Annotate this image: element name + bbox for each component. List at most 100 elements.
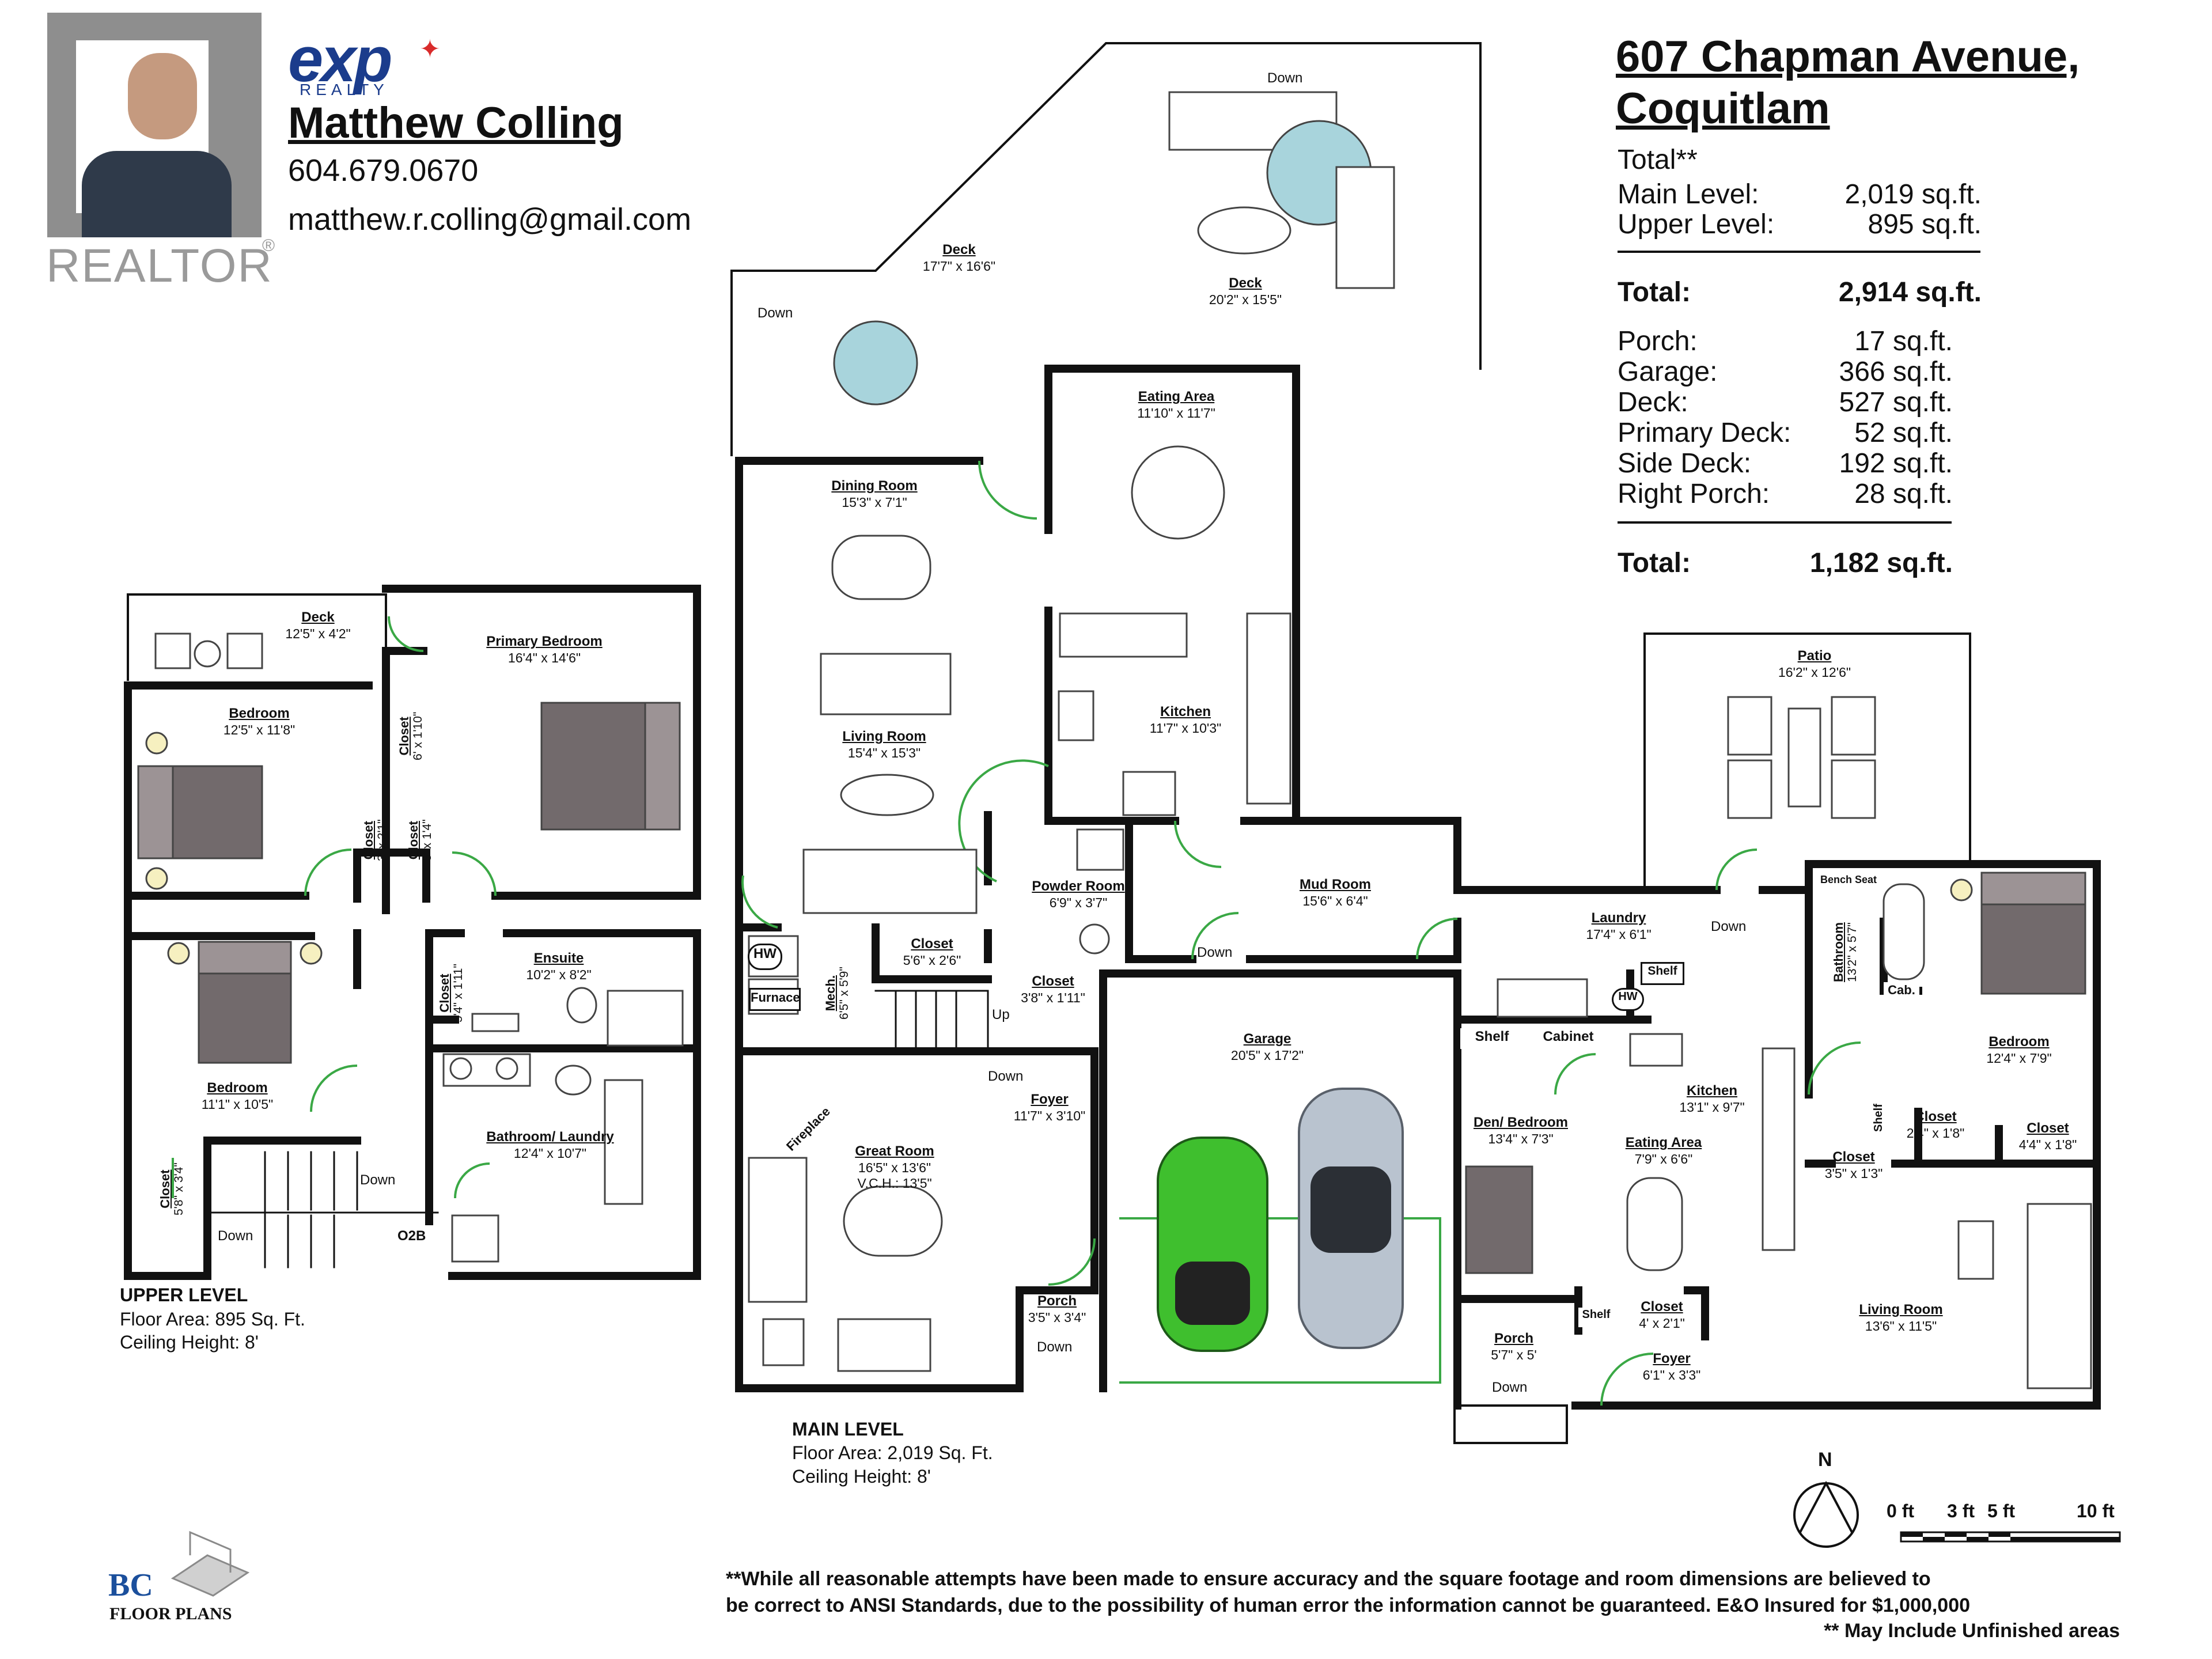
room-eating-area: Eating Area 11'10" x 11'7" xyxy=(1137,389,1215,421)
realtor-registered: ® xyxy=(262,236,275,255)
agent-name: Matthew Colling xyxy=(288,99,624,147)
upper-stairs-down-1: Down xyxy=(360,1172,396,1188)
room-side-bedroom: Bedroom 12'4" x 7'9" xyxy=(1986,1034,2052,1066)
room-foyer: Foyer 11'7" x 3'10" xyxy=(1013,1092,1086,1123)
upper-floor-area: Floor Area: 895 Sq. Ft. xyxy=(120,1309,305,1330)
laundry-down: Down xyxy=(1711,919,1747,934)
area-total-label: Total: xyxy=(1618,277,1691,308)
area-label-side-deck: Side Deck: xyxy=(1618,448,1752,479)
room-side-foyer: Foyer 6'1" x 3'3" xyxy=(1642,1351,1701,1382)
room-side-bathroom: Bathroom 13'2" x 5'7" xyxy=(1831,922,1859,982)
room-upper-closet-4: Closet 5'4" x 1'11" xyxy=(437,964,465,1022)
area-label-deck: Deck: xyxy=(1618,387,1688,418)
room-garage: Garage 20'5" x 17'2" xyxy=(1230,1031,1304,1063)
room-primary-bedroom: Primary Bedroom 16'4" x 14'6" xyxy=(486,634,603,665)
main-floor-area: Floor Area: 2,019 Sq. Ft. xyxy=(792,1442,993,1463)
room-upper-closet-2: Closet 3' x 2'1" xyxy=(361,819,389,861)
area-divider-2 xyxy=(1618,521,1952,524)
agent-email[interactable]: matthew.r.colling@gmail.com xyxy=(288,202,692,237)
disclaimer-line-1: **While all reasonable attempts have bee… xyxy=(726,1568,1931,1590)
main-decks xyxy=(730,42,1971,1444)
room-upper-closet-3: Closet 3' x 1'4" xyxy=(406,819,434,861)
area-unfinished-total-label: Total: xyxy=(1618,548,1691,578)
agent-shirt xyxy=(82,151,232,237)
cabinet-label: Cabinet xyxy=(1529,1028,1607,1049)
room-side-closet-1: Closet 2'4" x 1'8" xyxy=(1906,1109,1965,1141)
compass xyxy=(1793,1480,1859,1548)
agent-phone[interactable]: 604.679.0670 xyxy=(288,153,479,188)
porch-down: Down xyxy=(1037,1339,1073,1355)
room-side-closet-2: Closet 4'4" x 1'8" xyxy=(2018,1120,2077,1152)
bc-logo-mark xyxy=(171,1531,250,1597)
garage-apron xyxy=(1119,1217,1441,1384)
area-value-porch: 17 sq.ft. xyxy=(1854,326,1953,357)
room-living-room: Living Room 15'4" x 15'3" xyxy=(842,729,926,760)
room-upper-bedroom-1: Bedroom 12'5" x 11'8" xyxy=(223,706,296,737)
room-patio: Patio 16'2" x 12'6" xyxy=(1778,648,1851,680)
room-deck-east: Deck 20'2" x 15'5" xyxy=(1209,275,1282,307)
main-stairs xyxy=(874,990,989,1052)
area-label-primary-deck: Primary Deck: xyxy=(1618,418,1791,448)
area-label-main: Main Level: xyxy=(1618,179,1759,210)
room-right-porch: Porch 5'7" x 5' xyxy=(1491,1331,1537,1362)
cab-label: Cab. xyxy=(1884,982,1919,1002)
upper-deck xyxy=(127,593,387,681)
area-label-garage: Garage: xyxy=(1618,357,1718,387)
room-side-closet-3: Closet 3'5" x 1'3" xyxy=(1824,1149,1883,1181)
shelf-label-2: Shelf xyxy=(1641,962,1684,985)
room-upper-closet-1: Closet 6' x 1'10" xyxy=(397,711,425,760)
realtor-mark: REALTOR xyxy=(46,240,273,292)
scale-tick-10: 10 ft xyxy=(2077,1501,2115,1521)
scale-bar xyxy=(1900,1531,2121,1543)
deck-stairs-down-top: Down xyxy=(1267,70,1303,86)
stairs-up: Up xyxy=(992,1007,1010,1022)
upper-o2b-label: O2B xyxy=(397,1228,426,1244)
furnace-label: Furnace xyxy=(749,988,801,1011)
area-total-value: 2,914 sq.ft. xyxy=(1838,277,1982,308)
room-main-porch: Porch 3'5" x 3'4" xyxy=(1028,1293,1086,1325)
door-swings xyxy=(172,460,1861,1406)
area-value-right-porch: 28 sq.ft. xyxy=(1854,479,1953,509)
room-laundry: Laundry 17'4" x 6'1" xyxy=(1586,910,1652,942)
deck-stairs-down-left: Down xyxy=(757,305,793,321)
address-line-1: 607 Chapman Avenue, xyxy=(1616,32,2080,81)
room-powder-room: Powder Room 6'9" x 3'7" xyxy=(1032,878,1125,910)
shelf-label-1: Shelf xyxy=(1460,1028,1524,1049)
upper-ceiling-height: Ceiling Height: 8' xyxy=(120,1332,259,1353)
brand-name: exp xyxy=(288,24,393,95)
area-label-porch: Porch: xyxy=(1618,326,1698,357)
room-side-closet-4: Closet 4' x 2'1" xyxy=(1639,1299,1685,1331)
room-deck-west: Deck 17'7" x 16'6" xyxy=(922,242,996,274)
room-den-bedroom: Den/ Bedroom 13'4" x 7'3" xyxy=(1473,1115,1569,1146)
room-dining-room: Dining Room 15'3" x 7'1" xyxy=(831,478,918,510)
room-main-closet-2: Closet 3'8" x 1'11" xyxy=(1021,974,1085,1005)
disclaimer-line-2: be correct to ANSI Standards, due to the… xyxy=(726,1594,1971,1616)
area-value-deck: 527 sq.ft. xyxy=(1839,387,1953,418)
shelf-label-3: Shelf xyxy=(1578,1308,1614,1327)
main-ceiling-height: Ceiling Height: 8' xyxy=(792,1466,931,1487)
room-mech: Mech. 6'5" x 5'9" xyxy=(823,967,851,1020)
upper-level-title: UPPER LEVEL xyxy=(120,1285,248,1305)
area-value-upper: 895 sq.ft. xyxy=(1868,209,1982,240)
hw-tank-2-label: HW xyxy=(1612,988,1644,1011)
area-divider-1 xyxy=(1618,251,1980,253)
main-level-title: MAIN LEVEL xyxy=(792,1419,904,1440)
scale-tick-0: 0 ft xyxy=(1887,1501,1914,1521)
upper-walls xyxy=(124,585,701,1280)
north-label: N xyxy=(1818,1449,1832,1471)
main-walls xyxy=(735,365,2101,1410)
area-value-side-deck: 192 sq.ft. xyxy=(1839,448,1953,479)
room-upper-bedroom-2: Bedroom 11'1" x 10'5" xyxy=(201,1080,274,1112)
agent-photo xyxy=(47,13,262,237)
room-great-room: Great Room 16'5" x 13'6" V.C.H.: 13'5" xyxy=(855,1143,934,1191)
mud-room-down: Down xyxy=(1197,945,1233,960)
area-label-right-porch: Right Porch: xyxy=(1618,479,1770,509)
room-ensuite: Ensuite 10'2" x 8'2" xyxy=(526,950,592,982)
area-heading: Total** xyxy=(1618,145,1698,175)
foyer-down: Down xyxy=(988,1069,1024,1084)
brand-sub: REALTY xyxy=(300,81,389,99)
address-line-2: Coquitlam xyxy=(1616,84,1830,133)
room-side-kitchen: Kitchen 13'1" x 9'7" xyxy=(1679,1083,1745,1115)
agent-head xyxy=(128,53,197,139)
